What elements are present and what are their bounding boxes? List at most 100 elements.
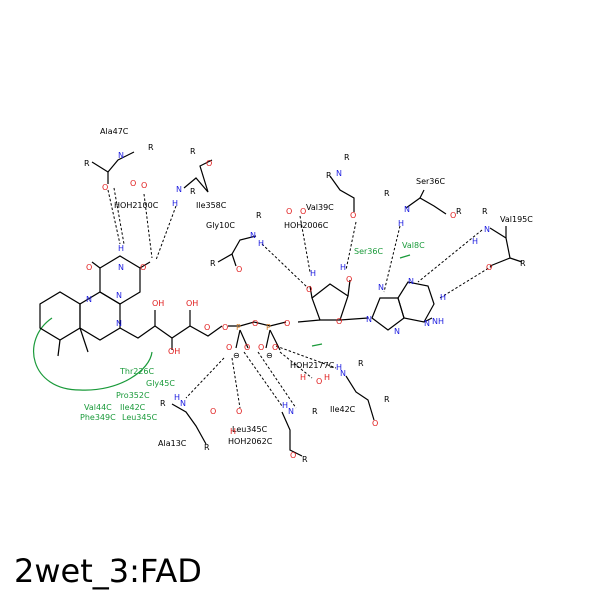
svg-text:H: H xyxy=(336,363,342,372)
svg-text:O: O xyxy=(372,419,378,428)
svg-text:R: R xyxy=(358,359,364,368)
hydrophobic-label: Pro352C xyxy=(116,391,150,400)
svg-text:OH: OH xyxy=(168,347,180,356)
svg-text:H: H xyxy=(258,239,264,248)
svg-text:R: R xyxy=(520,259,526,268)
svg-text:O: O xyxy=(210,407,216,416)
svg-text:O: O xyxy=(236,265,242,274)
residue-label: Leu345C xyxy=(232,425,268,434)
svg-text:O: O xyxy=(316,377,322,386)
residue-label: Gly10C xyxy=(206,221,235,230)
residue-label: Val39C xyxy=(306,203,334,212)
ligand-title: 2wet_3:FAD xyxy=(14,552,202,590)
svg-text:H: H xyxy=(324,373,330,382)
residue-label: Ala13C xyxy=(158,439,187,448)
ala47-backbone xyxy=(91,151,135,173)
svg-text:⊖: ⊖ xyxy=(266,351,273,360)
svg-text:R: R xyxy=(190,147,196,156)
svg-text:O: O xyxy=(141,181,147,190)
svg-text:O: O xyxy=(86,263,92,272)
hydrophobic-label: Ile42C xyxy=(120,403,146,412)
svg-text:N: N xyxy=(118,263,124,272)
svg-text:H: H xyxy=(300,373,306,382)
svg-text:H: H xyxy=(172,199,178,208)
residue-label: Ala47C xyxy=(100,127,129,136)
residue-label: HOH2062C xyxy=(228,437,273,446)
svg-text:R: R xyxy=(160,399,166,408)
svg-text:P: P xyxy=(266,323,271,332)
svg-text:OH: OH xyxy=(152,299,164,308)
svg-text:O: O xyxy=(140,263,146,272)
svg-text:O: O xyxy=(290,451,296,460)
svg-text:N: N xyxy=(180,399,186,408)
hydrophobic-arc-ser36 xyxy=(399,254,411,259)
residue-label: Ile358C xyxy=(196,201,227,210)
svg-text:O: O xyxy=(236,407,242,416)
svg-text:O: O xyxy=(346,275,352,284)
svg-text:R: R xyxy=(302,455,308,464)
hydrophobic-label: Val44C xyxy=(84,403,112,412)
svg-text:R: R xyxy=(384,189,390,198)
ribose-ring xyxy=(311,283,349,321)
svg-text:H: H xyxy=(398,219,404,228)
gly10-backbone xyxy=(217,235,257,263)
svg-text:⊖: ⊖ xyxy=(233,351,240,360)
svg-text:N: N xyxy=(116,319,122,328)
ile42-backbone xyxy=(345,375,375,421)
residue-label: Val195C xyxy=(500,215,533,224)
svg-text:O: O xyxy=(102,183,108,192)
hydrogen-bonds xyxy=(107,187,493,409)
svg-text:N: N xyxy=(484,225,490,234)
r-groups: R R R R R R R R R R R R R R R R R R xyxy=(84,143,526,464)
svg-text:H: H xyxy=(440,293,446,302)
svg-text:H: H xyxy=(310,269,316,278)
svg-text:O: O xyxy=(226,343,232,352)
ile358-backbone xyxy=(183,159,213,193)
ala13-backbone xyxy=(171,403,207,445)
svg-text:N: N xyxy=(404,205,410,214)
residue-labels: Ala47C HOH2100C Ile358C Gly10C Val39C HO… xyxy=(100,127,533,448)
hydrophobic-arc-flavin xyxy=(33,317,153,391)
adenine-ring xyxy=(371,281,435,331)
svg-text:P: P xyxy=(236,323,241,332)
svg-text:N: N xyxy=(116,291,122,300)
svg-text:O: O xyxy=(306,285,312,294)
pyrophosphate-bridge xyxy=(228,321,287,327)
svg-text:O: O xyxy=(286,207,292,216)
svg-text:H: H xyxy=(282,401,288,410)
svg-text:H: H xyxy=(118,244,124,253)
val195-backbone xyxy=(489,227,523,263)
ser36-backbone xyxy=(405,197,447,215)
svg-text:R: R xyxy=(204,443,210,452)
svg-text:N: N xyxy=(176,185,182,194)
val39-backbone xyxy=(329,175,355,212)
svg-text:N: N xyxy=(394,327,400,336)
svg-text:R: R xyxy=(190,187,196,196)
svg-text:O: O xyxy=(486,263,492,272)
svg-text:N: N xyxy=(424,319,430,328)
svg-text:O: O xyxy=(258,343,264,352)
hydrophobic-label: Val8C xyxy=(402,241,425,250)
hydrophobic-label: Phe349C xyxy=(80,413,116,422)
svg-text:O: O xyxy=(244,343,250,352)
svg-text:O: O xyxy=(222,323,228,332)
svg-text:N: N xyxy=(250,231,256,240)
svg-text:O: O xyxy=(130,179,136,188)
svg-text:H: H xyxy=(230,427,236,436)
svg-text:O: O xyxy=(336,317,342,326)
svg-text:H: H xyxy=(340,263,346,272)
svg-text:O: O xyxy=(252,319,258,328)
svg-text:N: N xyxy=(336,169,342,178)
svg-text:O: O xyxy=(272,343,278,352)
svg-text:O: O xyxy=(350,211,356,220)
hydrophobic-arc-ribose xyxy=(311,343,323,347)
svg-text:R: R xyxy=(456,207,462,216)
svg-text:O: O xyxy=(284,319,290,328)
svg-text:N: N xyxy=(288,407,294,416)
svg-text:R: R xyxy=(148,143,154,152)
svg-text:O: O xyxy=(204,323,210,332)
svg-text:N: N xyxy=(408,277,414,286)
svg-text:R: R xyxy=(326,171,332,180)
svg-text:OH: OH xyxy=(186,299,198,308)
isoalloxazine-ring xyxy=(39,255,151,357)
